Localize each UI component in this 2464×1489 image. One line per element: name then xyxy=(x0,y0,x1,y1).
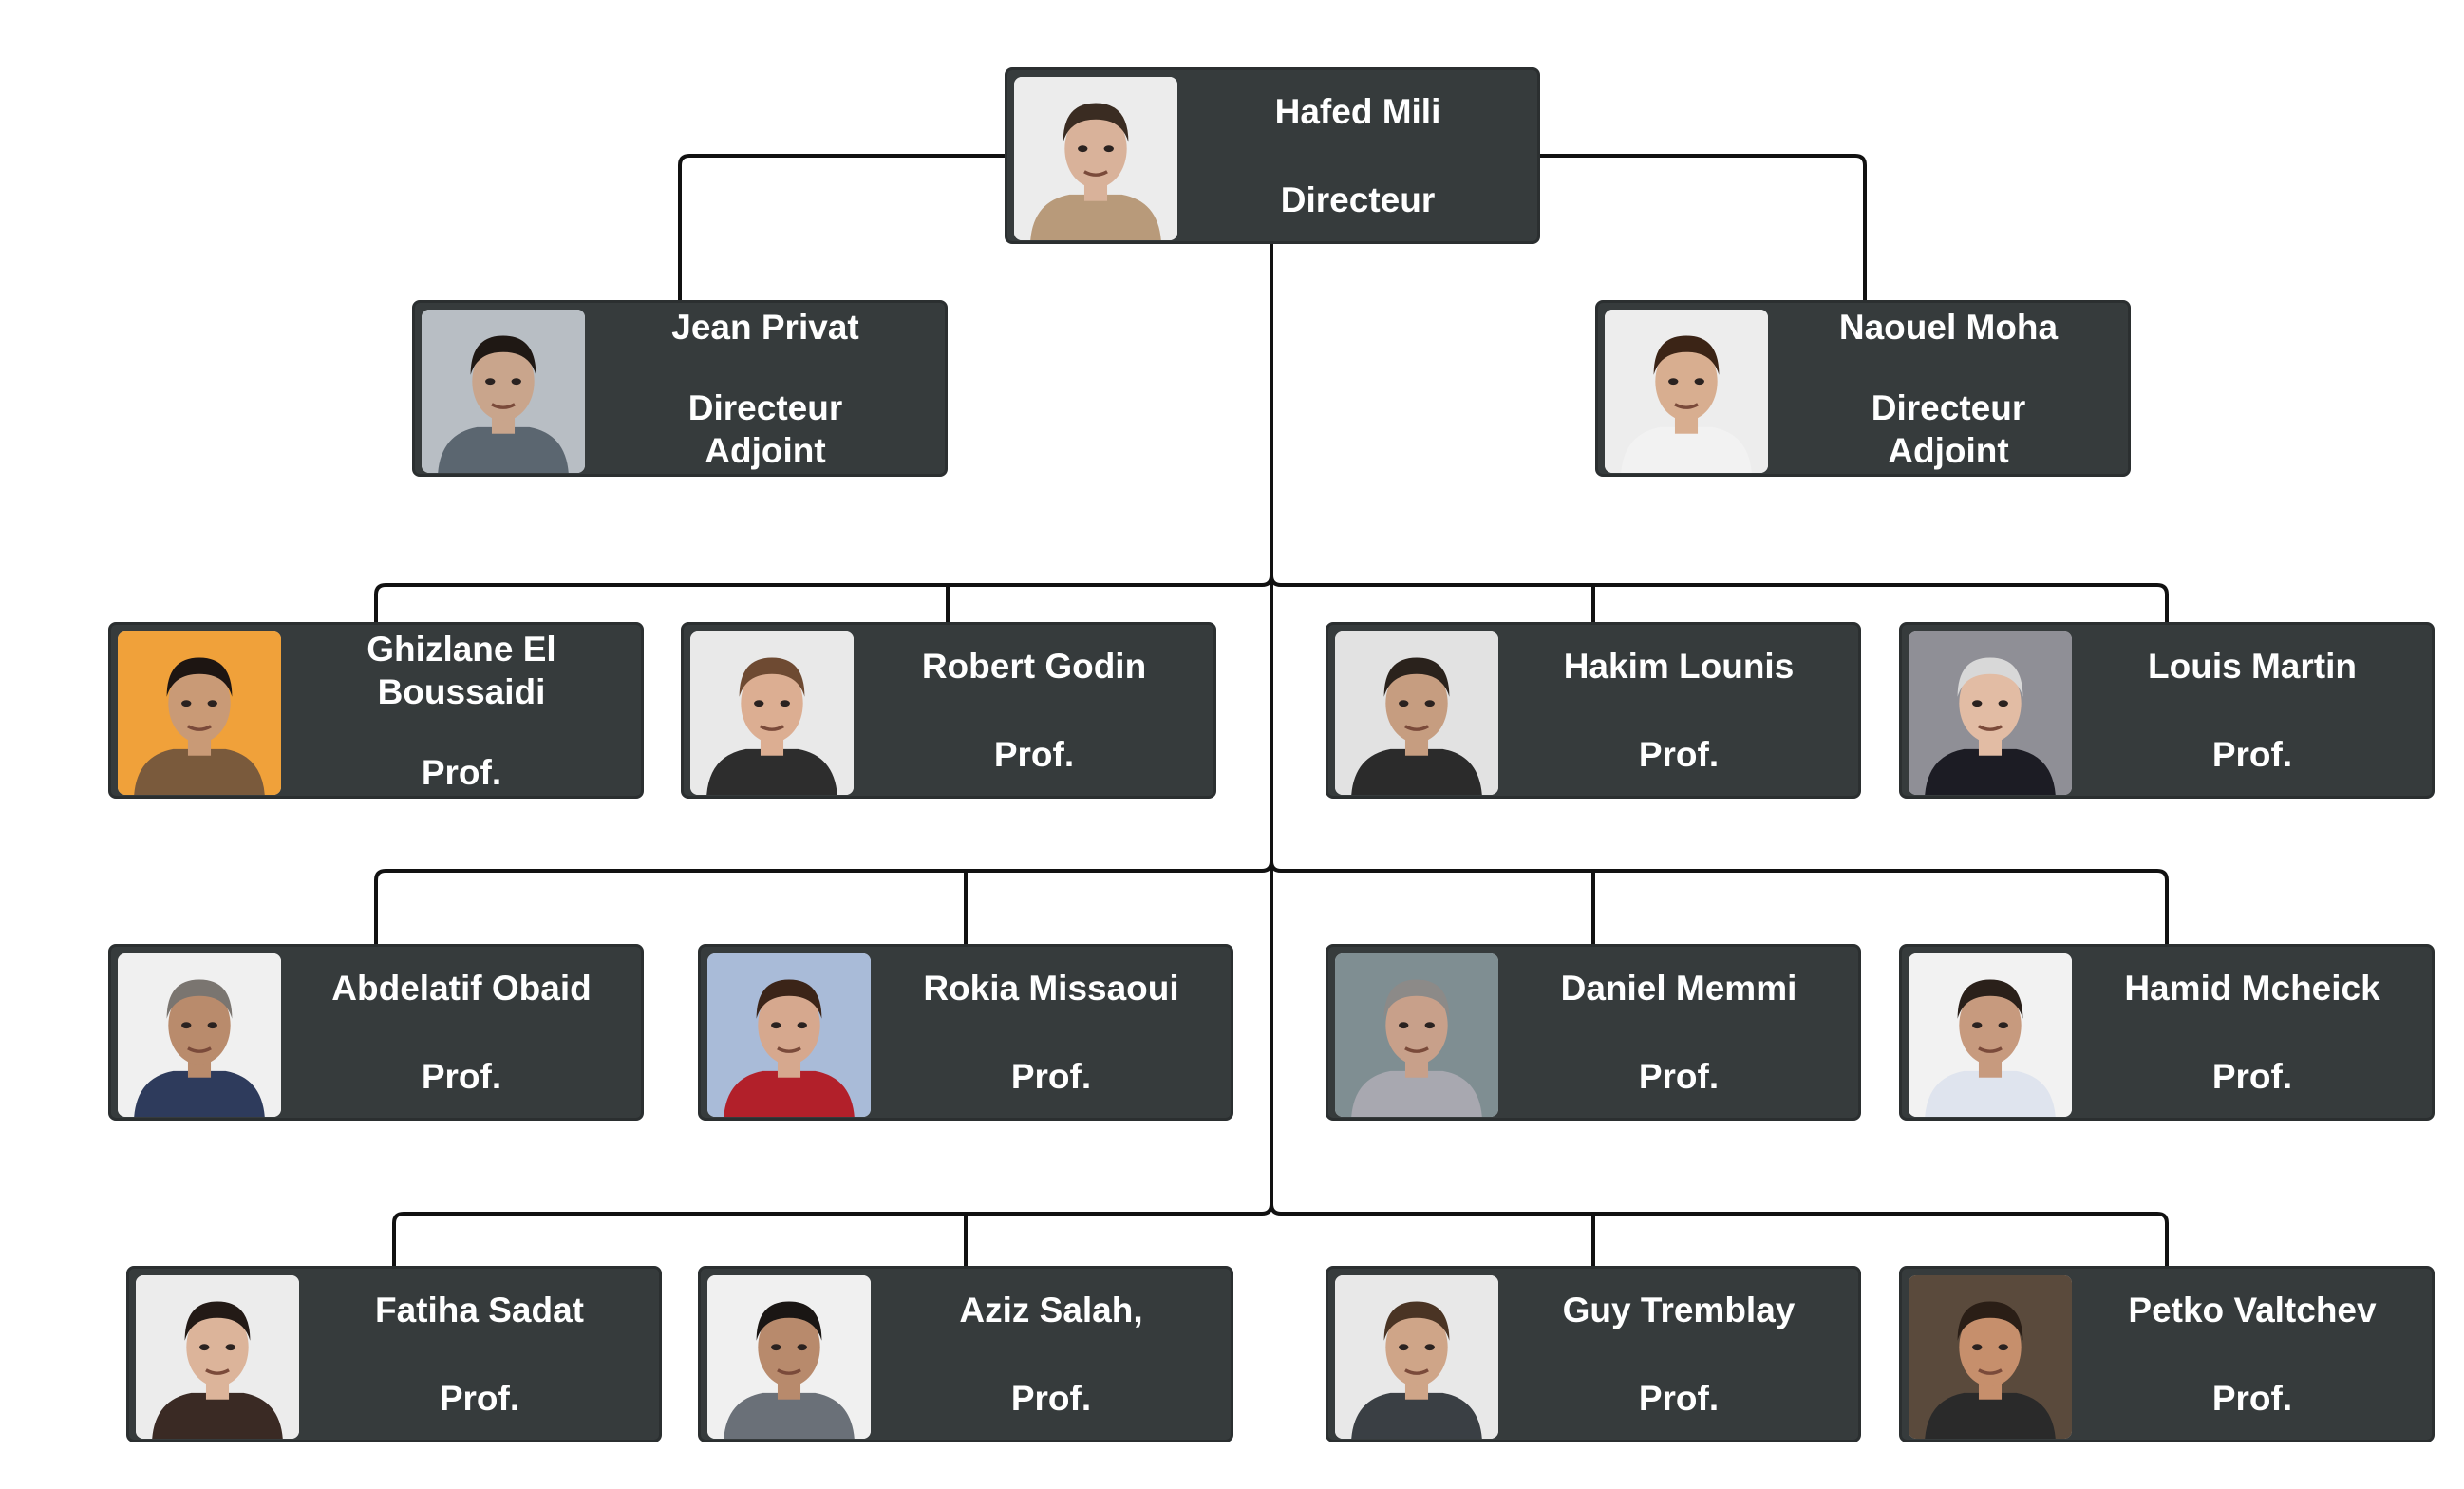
person-name: Robert Godin xyxy=(921,647,1147,686)
card-aziz[interactable]: Aziz Salah, Prof. xyxy=(698,1266,1233,1442)
person-title: Prof. xyxy=(2211,735,2293,774)
person-name: Daniel Memmi xyxy=(1560,969,1797,1008)
person-name: Rokia Missaoui xyxy=(923,969,1179,1008)
person-photo xyxy=(118,953,281,1117)
person-name: Guy Tremblay xyxy=(1562,1291,1796,1329)
person-title: Prof. xyxy=(993,735,1075,774)
person-title: Prof. xyxy=(421,1057,502,1096)
person-name: Naouel Moha xyxy=(1838,307,2059,347)
person-name: Hafed Mili xyxy=(1274,92,1441,131)
person-title: Prof. xyxy=(2211,1057,2293,1096)
person-name: Ghizlane El Boussaidi xyxy=(367,629,556,711)
person-name: Petko Valtchev xyxy=(2128,1291,2377,1329)
person-title: Prof. xyxy=(1638,1057,1720,1096)
person-name: Abdelatif Obaid xyxy=(331,969,592,1008)
person-title: Prof. xyxy=(421,752,502,792)
person-title: Prof. xyxy=(1010,1057,1092,1096)
person-photo xyxy=(118,631,281,795)
person-title: Directeur xyxy=(1280,180,1436,219)
person-name: Hakim Lounis xyxy=(1563,647,1795,686)
person-photo xyxy=(136,1275,299,1439)
person-name: Hamid Mcheick xyxy=(2124,969,2380,1008)
person-title: Prof. xyxy=(1010,1379,1092,1418)
person-name: Aziz Salah, xyxy=(959,1291,1143,1329)
person-photo xyxy=(690,631,854,795)
person-title: Prof. xyxy=(1638,735,1720,774)
person-photo xyxy=(1605,310,1768,473)
person-photo xyxy=(1014,77,1177,240)
person-title: Prof. xyxy=(439,1379,520,1418)
person-photo xyxy=(1335,631,1498,795)
person-photo xyxy=(1909,953,2072,1117)
person-photo xyxy=(1335,1275,1498,1439)
person-photo xyxy=(1335,953,1498,1117)
person-photo xyxy=(707,953,871,1117)
person-photo xyxy=(1909,631,2072,795)
person-name: Fatiha Sadat xyxy=(375,1291,584,1329)
person-title: Prof. xyxy=(2211,1379,2293,1418)
person-name: Louis Martin xyxy=(2148,647,2357,686)
person-photo xyxy=(1909,1275,2072,1439)
person-photo xyxy=(707,1275,871,1439)
person-title: Prof. xyxy=(1638,1379,1720,1418)
person-title: Directeur Adjoint xyxy=(1871,387,2026,470)
person-title: Directeur Adjoint xyxy=(687,387,843,470)
person-name: Jean Privat xyxy=(671,307,859,347)
person-photo xyxy=(422,310,585,473)
